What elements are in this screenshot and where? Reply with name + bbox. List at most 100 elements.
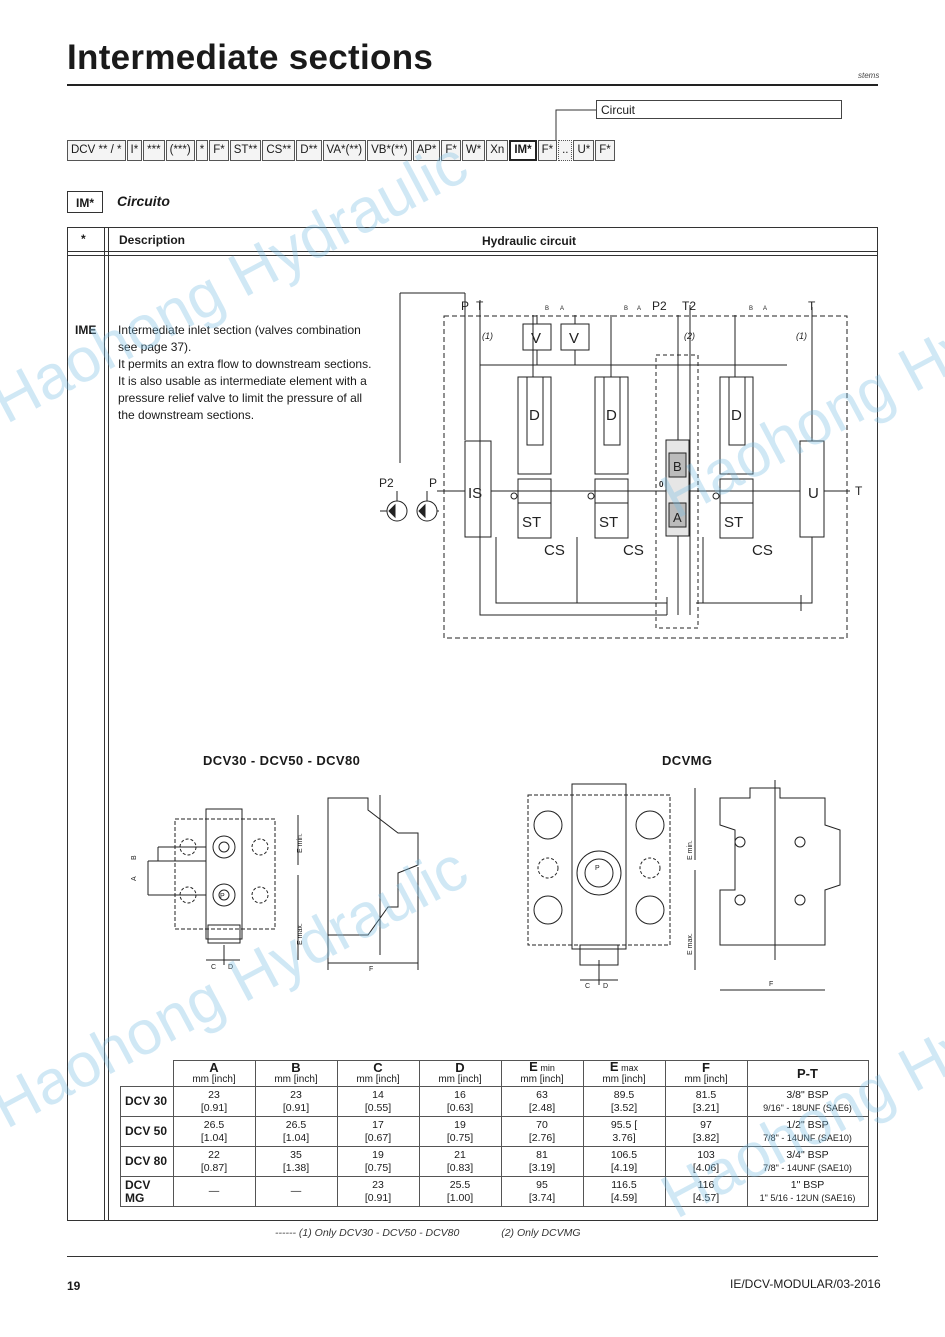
circuit-callout: Circuit <box>596 100 842 119</box>
svg-text:D: D <box>731 407 742 424</box>
code-cell: ST** <box>229 140 262 161</box>
svg-text:T2: T2 <box>682 299 696 313</box>
svg-text:ST: ST <box>599 514 618 531</box>
svg-text:CS: CS <box>623 542 644 559</box>
table-header-description: Description <box>119 233 186 247</box>
dims-cell: 95[3.74] <box>500 1176 584 1207</box>
dims-cell: 25.5[1.00] <box>418 1176 502 1207</box>
code-cell: CS** <box>262 140 296 161</box>
svg-text:P2: P2 <box>652 299 667 313</box>
circuit-envelope <box>443 315 848 639</box>
description-line: Intermediate inlet section (valves combi… <box>118 323 361 354</box>
code-cell: DCV ** / * <box>67 140 126 161</box>
footnote-1: ------ (1) Only DCV30 - DCV50 - DCV80 <box>275 1227 460 1239</box>
svg-text:(2): (2) <box>684 331 695 341</box>
svg-text:0: 0 <box>659 480 664 489</box>
footnotes: ------ (1) Only DCV30 - DCV50 - DCV80 (2… <box>275 1227 581 1239</box>
work-section-2 <box>594 315 629 539</box>
code-cell: F* <box>537 140 558 161</box>
svg-text:E max.: E max. <box>297 923 304 945</box>
dims-cell: 116[4.57] <box>664 1176 748 1207</box>
page-title: Intermediate sections <box>67 38 434 77</box>
drawing-title-dcv: DCV30 - DCV50 - DCV80 <box>203 753 361 768</box>
dims-col-header: P-T <box>746 1060 869 1087</box>
svg-text:A: A <box>560 306 564 312</box>
svg-text:B: B <box>624 306 628 312</box>
dims-cell: 22[0.87] <box>172 1146 256 1177</box>
dims-row-header: DCV 80 <box>120 1146 174 1177</box>
header-note: stems <box>858 71 880 80</box>
dims-cell: 89.5[3.52] <box>582 1086 666 1117</box>
dims-cell: 26.5[1.04] <box>254 1116 338 1147</box>
code-cell: VA*(**) <box>322 140 367 161</box>
row-code-ime: IME <box>75 323 97 337</box>
dims-row-header: DCV MG <box>120 1176 174 1207</box>
code-cell: Xn <box>486 140 509 161</box>
description-line: It permits an extra flow to downstream s… <box>118 357 372 422</box>
page-number: 19 <box>67 1279 81 1293</box>
dims-cell: 23[0.91] <box>254 1086 338 1117</box>
svg-text:V: V <box>569 330 579 347</box>
dims-cell: 16[0.63] <box>418 1086 502 1117</box>
svg-text:B: B <box>749 306 753 312</box>
table-header-hydraulic-circuit: Hydraulic circuit <box>482 234 577 248</box>
dims-cell: 106.5[4.19] <box>582 1146 666 1177</box>
svg-text:T: T <box>855 484 863 498</box>
code-cell: AP* <box>412 140 441 161</box>
code-cell: (***) <box>165 140 195 161</box>
dims-cell: 35[1.38] <box>254 1146 338 1177</box>
code-cell: * <box>195 140 209 161</box>
ordering-code-row: DCV ** / *I****(***)*F*ST**CS**D**VA*(**… <box>67 140 616 161</box>
dims-cell: 26.5[1.04] <box>172 1116 256 1147</box>
row-description-ime: Intermediate inlet section (valves combi… <box>118 322 376 424</box>
section-tag: IM* <box>67 191 103 213</box>
svg-text:B: B <box>673 459 682 474</box>
svg-text:P2: P2 <box>379 476 394 490</box>
svg-text:E min.: E min. <box>687 840 694 860</box>
dcvmg-dimension-drawing: C D F E min. E max. P <box>527 780 841 991</box>
dims-cell: 23[0.91] <box>172 1086 256 1117</box>
table-header-code: * <box>81 232 86 246</box>
dims-row-header: DCV 30 <box>120 1086 174 1117</box>
dims-cell: 63[2.48] <box>500 1086 584 1117</box>
dims-cell: 95.5 [3.76] <box>582 1116 666 1147</box>
dims-cell: 23[0.91] <box>336 1176 420 1207</box>
code-cell: F* <box>209 140 229 161</box>
dims-cell: — <box>254 1176 338 1207</box>
svg-text:A: A <box>637 306 641 312</box>
code-cell: D** <box>296 140 322 161</box>
column-divider-2 <box>108 227 109 1221</box>
dims-cell: 116.5[4.59] <box>582 1176 666 1207</box>
svg-text:F: F <box>369 966 373 973</box>
dcv-dimension-drawing: A B C D F E min. E max. P <box>131 795 419 973</box>
dims-cell: 97[3.82] <box>664 1116 748 1147</box>
dims-row-header: DCV 50 <box>120 1116 174 1147</box>
dims-cell: 17[0.67] <box>336 1116 420 1147</box>
svg-text:P: P <box>429 476 437 490</box>
dims-cell: — <box>172 1176 256 1207</box>
svg-text:V: V <box>531 330 541 347</box>
section-table <box>67 227 878 1221</box>
svg-text:T: T <box>808 299 816 313</box>
svg-text:(1): (1) <box>482 331 493 341</box>
svg-text:E max.: E max. <box>687 933 694 955</box>
drawing-title-dcvmg: DCVMG <box>662 753 713 768</box>
svg-text:T: T <box>476 299 484 313</box>
dims-row: DCV MG——23[0.91]25.5[1.00]95[3.74]116.5[… <box>120 1176 869 1207</box>
svg-text:F: F <box>769 981 773 988</box>
code-cell: F* <box>441 140 461 161</box>
svg-text:P: P <box>595 865 600 872</box>
svg-text:ST: ST <box>724 514 743 531</box>
dims-cell: 14[0.55] <box>336 1086 420 1117</box>
dims-cell: 19[0.75] <box>336 1146 420 1177</box>
